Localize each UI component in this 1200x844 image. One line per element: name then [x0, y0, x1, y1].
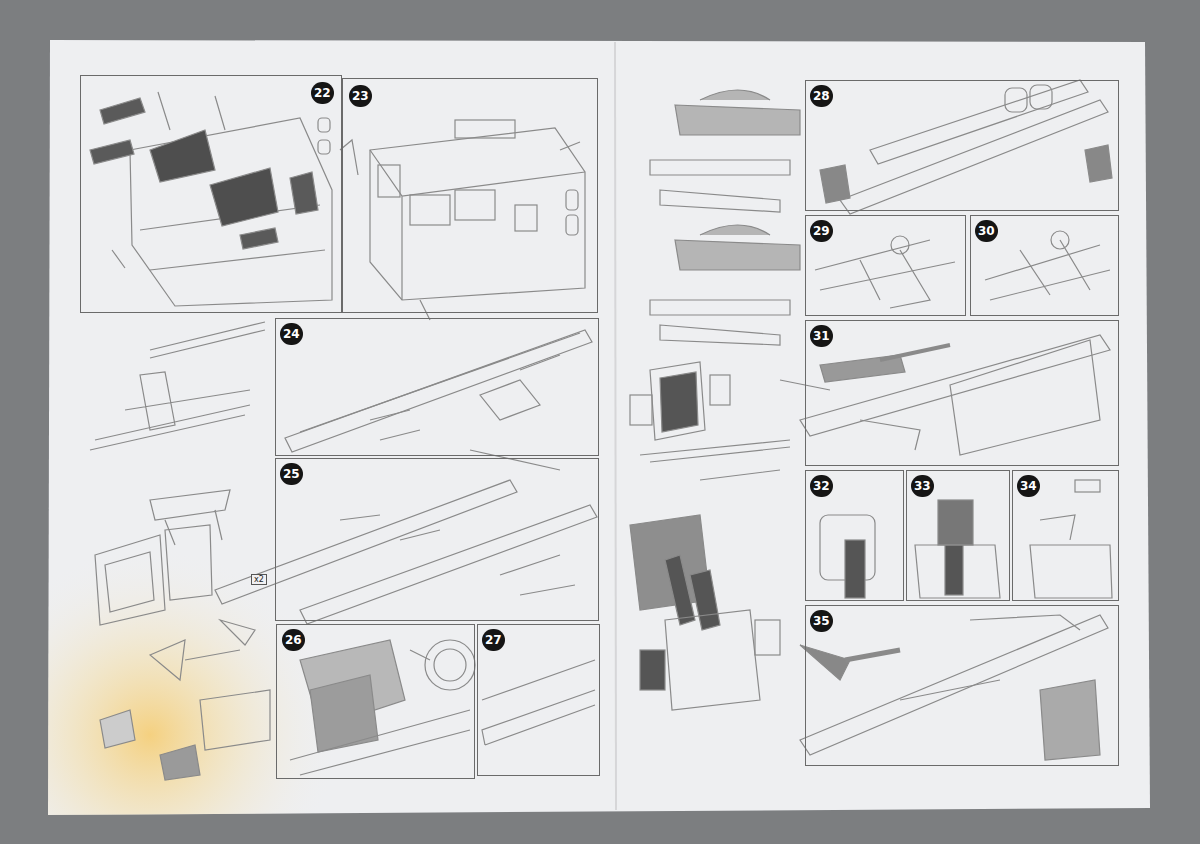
step-number: 31 [810, 325, 833, 347]
step-number: 35 [810, 610, 833, 632]
part-drawings [90, 80, 1112, 780]
step-number: 27 [482, 629, 505, 651]
step-panel: 34 [1012, 470, 1119, 601]
step-panel: 33 [906, 470, 1010, 601]
step-panel: 32 [805, 470, 904, 601]
step-number: 32 [810, 475, 833, 497]
step-number: 22 [311, 82, 334, 104]
step-number: 29 [810, 220, 833, 242]
step-panel: 22 [80, 75, 342, 313]
step-panel: 30 [970, 215, 1119, 316]
step-panel: 35 [805, 605, 1119, 766]
step-number: 33 [911, 475, 934, 497]
step-panel: 23 [342, 78, 598, 313]
step-number: 30 [975, 220, 998, 242]
step-panel: 29 [805, 215, 966, 316]
step-panel: 26 [276, 624, 475, 779]
step-panel: 28 [805, 80, 1119, 211]
step-number: 34 [1017, 475, 1040, 497]
step-number: 23 [349, 85, 372, 107]
step-panel: 25 [275, 458, 599, 621]
step-number: 25 [280, 463, 303, 485]
step-panel: 27 [477, 624, 600, 776]
light-glare [48, 40, 1150, 815]
step-number: 24 [280, 323, 303, 345]
paper-sheet [48, 40, 1150, 815]
step-panel: 31 [805, 320, 1119, 466]
step-panel: 24 [275, 318, 599, 456]
step-number: 28 [810, 85, 833, 107]
page-fold [615, 42, 616, 810]
quantity-label: x2 [251, 574, 267, 585]
step-number: 26 [282, 629, 305, 651]
